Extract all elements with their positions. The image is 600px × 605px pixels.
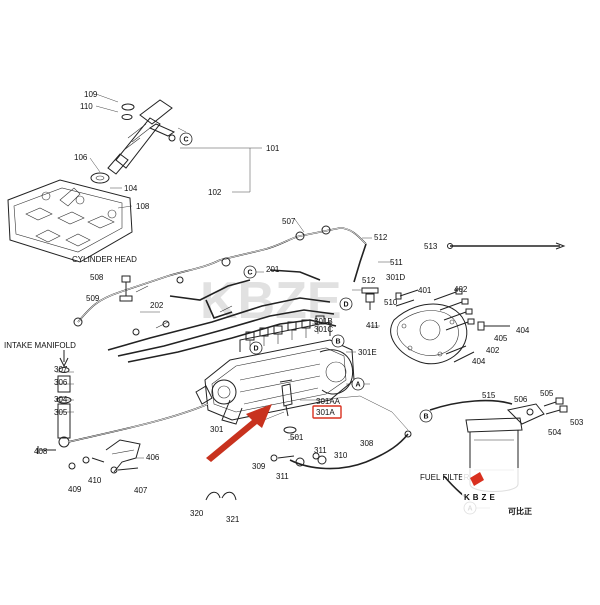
bolts-401	[395, 289, 419, 307]
part-label-509: 509	[86, 294, 100, 303]
svg-text:B: B	[335, 339, 340, 346]
callout-d-top: D	[339, 297, 353, 311]
part-label-304: 304	[54, 395, 68, 404]
part-label-402: 402	[454, 285, 468, 294]
red-pointer-arrow	[206, 404, 272, 462]
brand-logo-chinese: 可比正	[508, 506, 532, 516]
part-label-301a: 301A	[316, 408, 335, 417]
part-label-506: 506	[514, 395, 528, 404]
part-label-201: 201	[266, 265, 280, 274]
part-label-512b: 512	[362, 276, 376, 285]
intake-manifold-parts	[37, 350, 209, 454]
part-label-404b: 404	[472, 357, 486, 366]
callout-c-mid: C	[243, 265, 257, 279]
svg-text:A: A	[355, 382, 360, 389]
highlight-301a: 301A	[312, 405, 342, 419]
callout-d-pump: D	[249, 341, 263, 355]
part-label-511: 511	[390, 258, 403, 267]
svg-text:C: C	[183, 137, 188, 144]
part-label-321: 321	[226, 515, 240, 524]
bolt-512	[361, 287, 379, 310]
part-label-503: 503	[570, 418, 584, 427]
part-label-505: 505	[540, 389, 554, 398]
delivery-valve-301aa	[279, 379, 297, 434]
part-label-405: 405	[494, 334, 508, 343]
part-label-320: 320	[190, 509, 204, 518]
part-label-407: 407	[134, 486, 148, 495]
part-label-311b: 311	[276, 472, 289, 481]
injection-pipes	[73, 225, 367, 363]
callout-a-pump: A	[351, 377, 365, 391]
part-label-301: 301	[210, 425, 224, 434]
callout-c-top: C	[179, 132, 193, 146]
part-label-305: 305	[54, 408, 68, 417]
timing-cover-411	[390, 303, 468, 365]
part-label-301e: 301E	[358, 348, 377, 357]
callout-b-filter: B	[419, 409, 433, 423]
part-label-307: 307	[54, 365, 68, 374]
injection-pump	[195, 315, 355, 425]
bolt-508	[119, 275, 133, 302]
brand-logo-name: KBZE	[464, 493, 498, 502]
part-label-512: 512	[374, 233, 388, 242]
svg-text:D: D	[253, 346, 258, 353]
part-label-310: 310	[334, 451, 348, 460]
part-label-104: 104	[124, 184, 138, 193]
part-label-510: 510	[384, 298, 398, 307]
bolt-404	[477, 321, 510, 331]
part-label-109: 109	[84, 90, 98, 99]
leader-lines-injector	[89, 93, 262, 209]
part-label-301c: 301C	[314, 325, 333, 334]
part-label-301b: 301B	[314, 317, 333, 326]
callout-b-pump: B	[331, 334, 345, 348]
cylinder-head-drawing	[7, 179, 133, 263]
brand-logo: KBZE 可比正	[462, 468, 594, 518]
cylinder-head-label: CYLINDER HEAD	[72, 255, 137, 264]
parts-309-310-311	[270, 452, 327, 467]
svg-text:B: B	[423, 414, 428, 421]
washer-106	[90, 172, 110, 184]
part-label-301aa: 301AA	[316, 397, 341, 406]
part-label-301d: 301D	[386, 273, 405, 282]
part-label-501: 501	[290, 433, 304, 442]
leak-off-pipe-513	[447, 242, 566, 250]
part-label-404: 404	[516, 326, 530, 335]
part-number-labels: 109 110 101 106 104 102 108 507 512 513 …	[34, 90, 584, 524]
part-label-508: 508	[90, 273, 104, 282]
part-label-106: 106	[74, 153, 88, 162]
small-bolts-lower-left	[68, 456, 139, 474]
fuel-lines-to-filter	[289, 383, 412, 470]
part-label-402b: 402	[486, 346, 500, 355]
part-label-101: 101	[266, 144, 280, 153]
injector	[107, 99, 176, 175]
part-label-410: 410	[88, 476, 102, 485]
part-label-411: 411	[366, 321, 379, 330]
svg-text:D: D	[343, 302, 348, 309]
intake-manifold-label: INTAKE MANIFOLD	[4, 341, 76, 350]
part-label-406: 406	[146, 453, 160, 462]
part-label-513: 513	[424, 242, 438, 251]
part-label-409: 409	[68, 485, 82, 494]
part-label-306: 306	[54, 378, 68, 387]
part-label-401: 401	[418, 286, 432, 295]
clips-320-321	[205, 491, 237, 501]
part-label-311: 311	[314, 446, 327, 455]
part-label-408: 408	[34, 447, 48, 456]
part-label-108: 108	[136, 202, 150, 211]
leader-lines-pump	[56, 217, 392, 459]
part-label-507: 507	[282, 217, 296, 226]
part-label-202: 202	[150, 301, 164, 310]
part-label-309: 309	[252, 462, 266, 471]
bracket-406	[105, 439, 141, 473]
part-label-504: 504	[548, 428, 562, 437]
part-label-308: 308	[360, 439, 374, 448]
bolts-402	[433, 288, 475, 363]
fuel-filter-label: FUEL FILTER	[420, 473, 470, 482]
part-label-110: 110	[80, 102, 93, 111]
part-label-102: 102	[208, 188, 222, 197]
svg-text:C: C	[247, 270, 252, 277]
part-label-515: 515	[482, 391, 496, 400]
